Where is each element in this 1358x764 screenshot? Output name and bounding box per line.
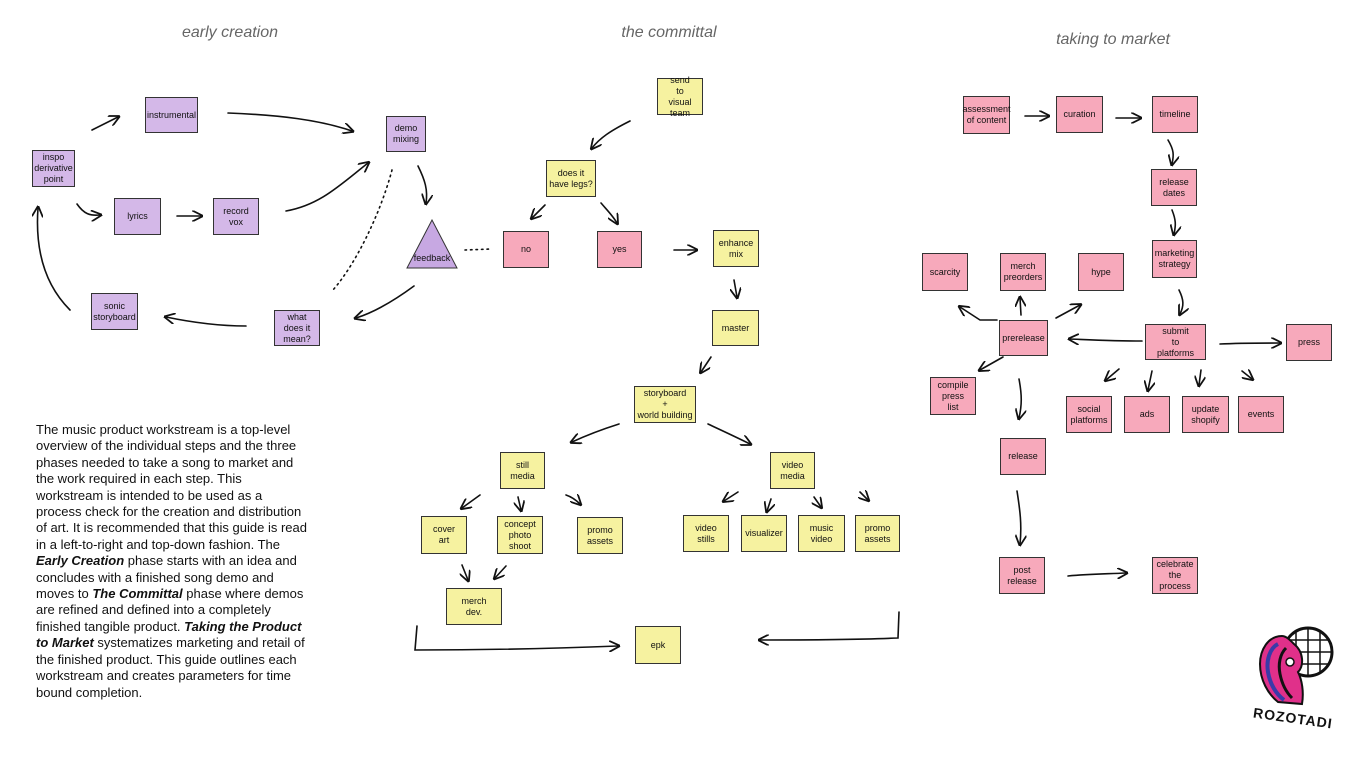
node-concept-photo-shoot: concept photo shoot: [497, 516, 543, 554]
node-inspo-derivative-point: inspo derivative point: [32, 150, 75, 187]
description-text-3: phase where demos are refined and define…: [36, 586, 304, 634]
node-celebrate-the-process: celebrate the process: [1152, 557, 1198, 594]
node-still-media: still media: [500, 452, 545, 489]
node-record-vox: record vox: [213, 198, 259, 235]
node-music-video: music video: [798, 515, 845, 552]
node-ads: ads: [1124, 396, 1170, 433]
node-yes: yes: [597, 231, 642, 268]
logo-head-icon: [1258, 626, 1334, 706]
node-visualizer: visualizer: [741, 515, 787, 552]
phase-title-committal: the committal: [621, 24, 717, 41]
node-epk: epk: [635, 626, 681, 664]
rozotadi-logo: ROZOTADI: [1238, 618, 1348, 746]
node-release-dates: release dates: [1151, 169, 1197, 206]
node-enhance-mix: enhance mix: [713, 230, 759, 267]
node-storyboard-world-building: storyboard + world building: [634, 386, 696, 423]
node-what-does-it-mean: what does it mean?: [274, 310, 320, 346]
node-promo-assets-still: promo assets: [577, 517, 623, 554]
node-sonic-storyboard: sonic storyboard: [91, 293, 138, 330]
node-merch-dev: merch dev.: [446, 588, 502, 625]
node-curation: curation: [1056, 96, 1103, 133]
node-assessment-of-content: assessment of content: [962, 96, 1011, 134]
description-text-4: systematizes marketing and retail of the…: [36, 635, 305, 700]
node-compile-press-list: compile press list: [930, 377, 976, 415]
description-early-creation: Early Creation: [36, 553, 125, 569]
node-press: press: [1286, 324, 1332, 361]
node-promo-assets-video: promo assets: [855, 515, 900, 552]
workstream-description: The music product workstream is a top-le…: [36, 422, 308, 701]
node-feedback: feedback: [406, 218, 458, 269]
node-video-stills: video stills: [683, 515, 729, 552]
feedback-label: feedback: [413, 253, 451, 263]
description-the-committal: The Committal: [92, 586, 183, 602]
node-marketing-strategy: marketing strategy: [1152, 240, 1197, 278]
description-text-1: The music product workstream is a top-le…: [36, 422, 307, 552]
node-timeline: timeline: [1152, 96, 1198, 133]
node-events: events: [1238, 396, 1284, 433]
feedback-triangle: [406, 218, 458, 269]
phase-title-taking-to-market: taking to market: [1056, 31, 1170, 48]
node-send-to-visual-team: send to visual team: [657, 75, 703, 118]
node-master: master: [712, 310, 759, 346]
node-scarcity: scarcity: [922, 253, 968, 291]
node-no: no: [503, 231, 549, 268]
node-merch-preorders: merch preorders: [1000, 253, 1046, 291]
node-submit-to-platforms: submit to platforms: [1145, 324, 1206, 360]
description-text-2: phase starts with an idea and concludes …: [36, 553, 297, 602]
node-video-media: video media: [770, 452, 815, 489]
node-does-it-have-legs: does it have legs?: [546, 160, 596, 197]
node-social-platforms: social platforms: [1066, 396, 1112, 433]
node-update-shopify: update shopify: [1182, 396, 1229, 433]
node-hype: hype: [1078, 253, 1124, 291]
node-lyrics: lyrics: [114, 198, 161, 235]
node-post-release: post release: [999, 557, 1045, 594]
node-instrumental: instrumental: [145, 97, 198, 133]
node-release: release: [1000, 438, 1046, 475]
node-cover-art: cover art: [421, 516, 467, 554]
phase-title-early-creation: early creation: [181, 24, 279, 41]
node-demo-mixing: demo mixing: [386, 116, 426, 152]
node-prerelease: prerelease: [999, 320, 1048, 356]
description-taking-to-market: Taking the Product to Market: [36, 618, 302, 651]
